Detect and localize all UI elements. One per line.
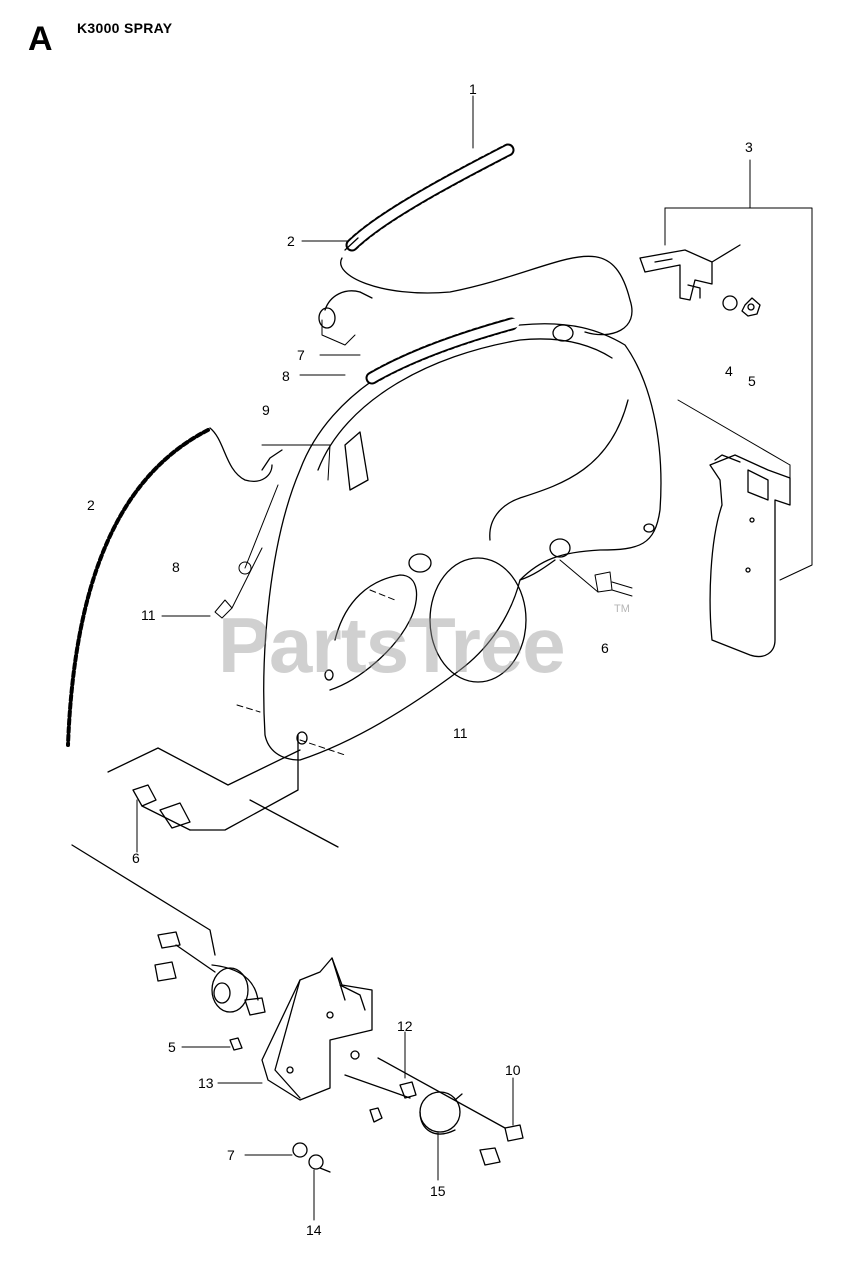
- callout-2-upper: 2: [287, 233, 295, 249]
- callout-3: 3: [745, 139, 753, 155]
- callout-2-left: 2: [87, 497, 95, 513]
- callout-8-upper: 8: [282, 368, 290, 384]
- water-hose-with-spring-guard: [340, 143, 633, 336]
- washers: [229, 1037, 331, 1173]
- callout-5-lower: 5: [168, 1039, 176, 1055]
- long-water-hose: [66, 427, 283, 747]
- upper-mounting-bracket: [639, 244, 761, 317]
- spray-valve: [344, 1057, 524, 1166]
- guard-fasteners: [214, 484, 633, 619]
- callout-6-lower: 6: [132, 850, 140, 866]
- water-valve-assembly: [71, 844, 266, 1016]
- callout-5-upper: 5: [748, 373, 756, 389]
- callout-9: 9: [262, 402, 270, 418]
- callout-11-center: 11: [453, 725, 468, 741]
- callout-6-right: 6: [601, 640, 609, 656]
- callout-7-upper: 7: [297, 347, 305, 363]
- model-title: K3000 SPRAY: [77, 20, 173, 36]
- watermark-trademark: TM: [614, 603, 630, 615]
- callout-4: 4: [725, 363, 733, 379]
- valve-mounting-bracket: [261, 957, 383, 1123]
- callout-13: 13: [198, 1075, 214, 1091]
- spray-flap: [709, 454, 791, 658]
- callout-leaders: [136, 95, 514, 1221]
- callout-7-lower: 7: [227, 1147, 235, 1163]
- callout-12: 12: [397, 1018, 413, 1034]
- callout-8-left: 8: [172, 559, 180, 575]
- lower-bolts: [107, 734, 339, 848]
- blade-guard: [263, 323, 662, 761]
- callout-10: 10: [505, 1062, 521, 1078]
- callout-1: 1: [469, 81, 477, 97]
- guard-hose-spring: [318, 290, 522, 385]
- watermark: PartsTree: [218, 601, 566, 689]
- reference-lines: [236, 589, 396, 756]
- page-letter: A: [28, 20, 53, 58]
- callout-11-left: 11: [141, 607, 156, 623]
- callout-frame-3: [664, 159, 813, 581]
- callout-15: 15: [430, 1183, 446, 1199]
- callout-14: 14: [306, 1222, 322, 1238]
